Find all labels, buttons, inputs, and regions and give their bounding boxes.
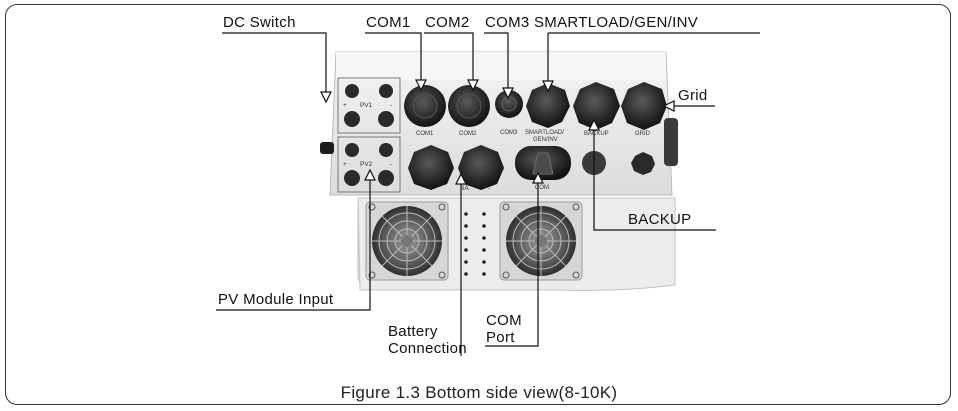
grid-label: Grid	[678, 87, 708, 104]
vent-plug	[631, 152, 655, 175]
smartload-panel-mark: SMARTLOAD/	[525, 130, 564, 136]
pv2-minus-mark: -	[390, 161, 392, 168]
pv2-plus-mark: +	[343, 161, 347, 168]
vent-dots	[464, 212, 486, 276]
pv-module-input-label: PV Module Input	[218, 291, 334, 308]
com2-label: COM2	[425, 14, 470, 31]
backup-label: BACKUP	[628, 211, 692, 228]
battery-panel-mark: BA	[460, 185, 469, 192]
leader-arrowheads	[320, 79, 675, 185]
battery-negative-connector	[458, 145, 504, 190]
pv2-connector-group	[337, 136, 401, 193]
battery-plus-mark: +	[428, 185, 432, 192]
com2-panel-mark: COM2	[459, 131, 477, 137]
backup-connector	[573, 82, 620, 130]
grid-connector	[621, 82, 667, 130]
com-panel-mark: COM	[535, 185, 549, 191]
leader-lines	[216, 32, 760, 356]
com-port-label-line1: COM	[486, 312, 522, 329]
battery-connection-label-line1: Battery	[388, 323, 438, 340]
pv1-plus-mark: +	[343, 102, 347, 109]
com-port-connector	[515, 146, 571, 180]
battery-positive-connector	[408, 145, 454, 190]
grid-panel-mark: GRID	[635, 131, 651, 137]
figure-frame	[5, 4, 951, 405]
pv1-panel-mark: PV1	[360, 102, 373, 109]
com-port-label-line2: Port	[486, 329, 515, 346]
dc-switch-label: DC Switch	[223, 14, 296, 31]
com1-connector	[404, 85, 446, 127]
pv1-minus-mark: -	[390, 102, 392, 109]
battery-connection-label-line2: Connection	[388, 340, 467, 357]
com3-smartload-label: COM3 SMARTLOAD/GEN/INV	[485, 14, 699, 31]
com3-panel-mark: COM3	[500, 130, 518, 136]
pv2-panel-mark: PV2	[360, 161, 373, 168]
smartload-connector	[526, 83, 570, 128]
pv1-connector-group	[337, 77, 401, 134]
figure-caption: Figure 1.3 Bottom side view(8-10K)	[340, 383, 618, 402]
dc-switch-knob	[320, 142, 334, 154]
geninv-panel-mark: GEN/INV	[533, 137, 558, 143]
backup-panel-mark: BACKUP	[584, 131, 609, 137]
com1-panel-mark: COM1	[416, 131, 434, 137]
left-fan	[365, 201, 449, 281]
right-fan	[499, 201, 583, 281]
battery-minus-mark: -	[488, 185, 490, 192]
com1-label: COM1	[366, 14, 411, 31]
com2-connector	[448, 85, 490, 127]
